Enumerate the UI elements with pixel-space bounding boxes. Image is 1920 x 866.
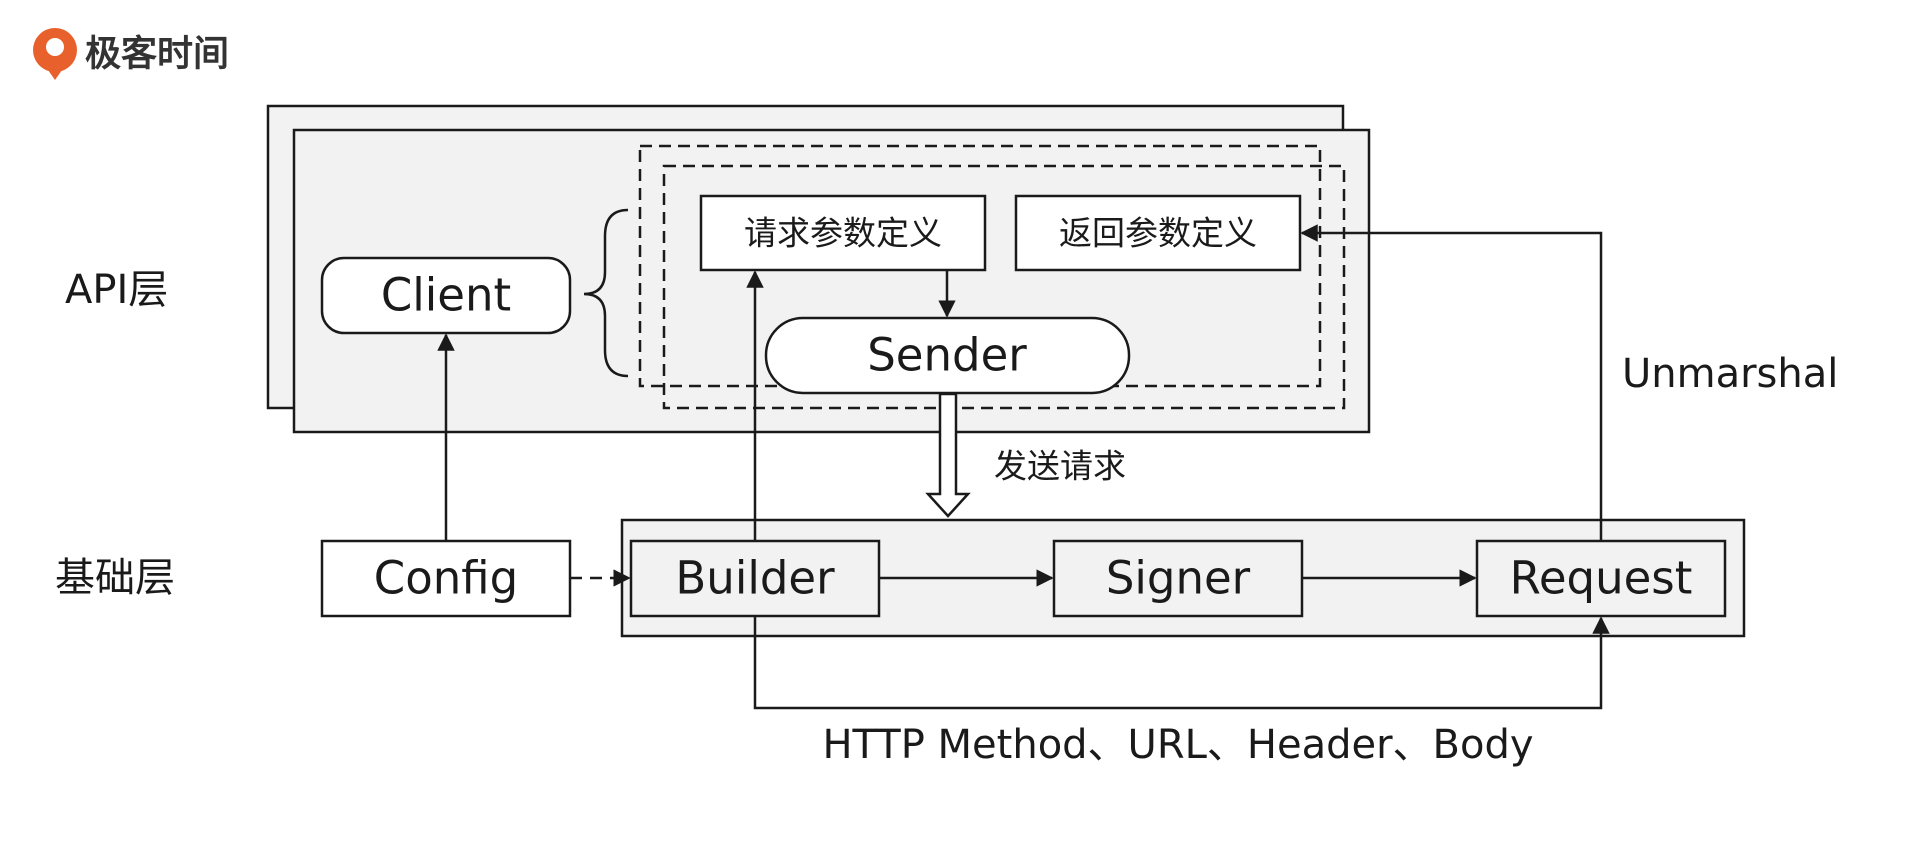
client-node	[320, 256, 572, 335]
config-label: Config	[374, 552, 518, 605]
response-params-label: 返回参数定义	[1059, 214, 1257, 253]
builder-to-request-label: HTTP Method、URL、Header、Body	[822, 722, 1533, 768]
signer-node	[1052, 539, 1304, 618]
request-label: Request	[1510, 552, 1693, 605]
brand-name: 极客时间	[85, 34, 229, 75]
builder-node	[629, 539, 881, 618]
params-group-front	[662, 164, 1346, 410]
layer-label-api: API层	[65, 267, 168, 313]
client-label: Client	[381, 269, 511, 322]
sender-label: Sender	[867, 329, 1027, 382]
send-request-label: 发送请求	[994, 447, 1126, 486]
layer-label-base: 基础层	[55, 555, 175, 601]
signer-label: Signer	[1106, 552, 1251, 605]
response-params-node	[1014, 194, 1302, 272]
brand-logo: 极客时间	[33, 28, 229, 80]
request-node	[1475, 539, 1727, 618]
request-params-node	[699, 194, 987, 272]
arrow-builder-to-request-bottom	[753, 616, 1610, 710]
unmarshal-label: Unmarshal	[1622, 351, 1838, 397]
send-request-arrow	[925, 392, 971, 518]
curly-brace	[583, 208, 629, 378]
geektime-logo-icon	[33, 28, 77, 80]
arrow-unmarshal	[1300, 224, 1603, 541]
builder-label: Builder	[675, 552, 835, 605]
request-params-label: 请求参数定义	[744, 214, 942, 253]
